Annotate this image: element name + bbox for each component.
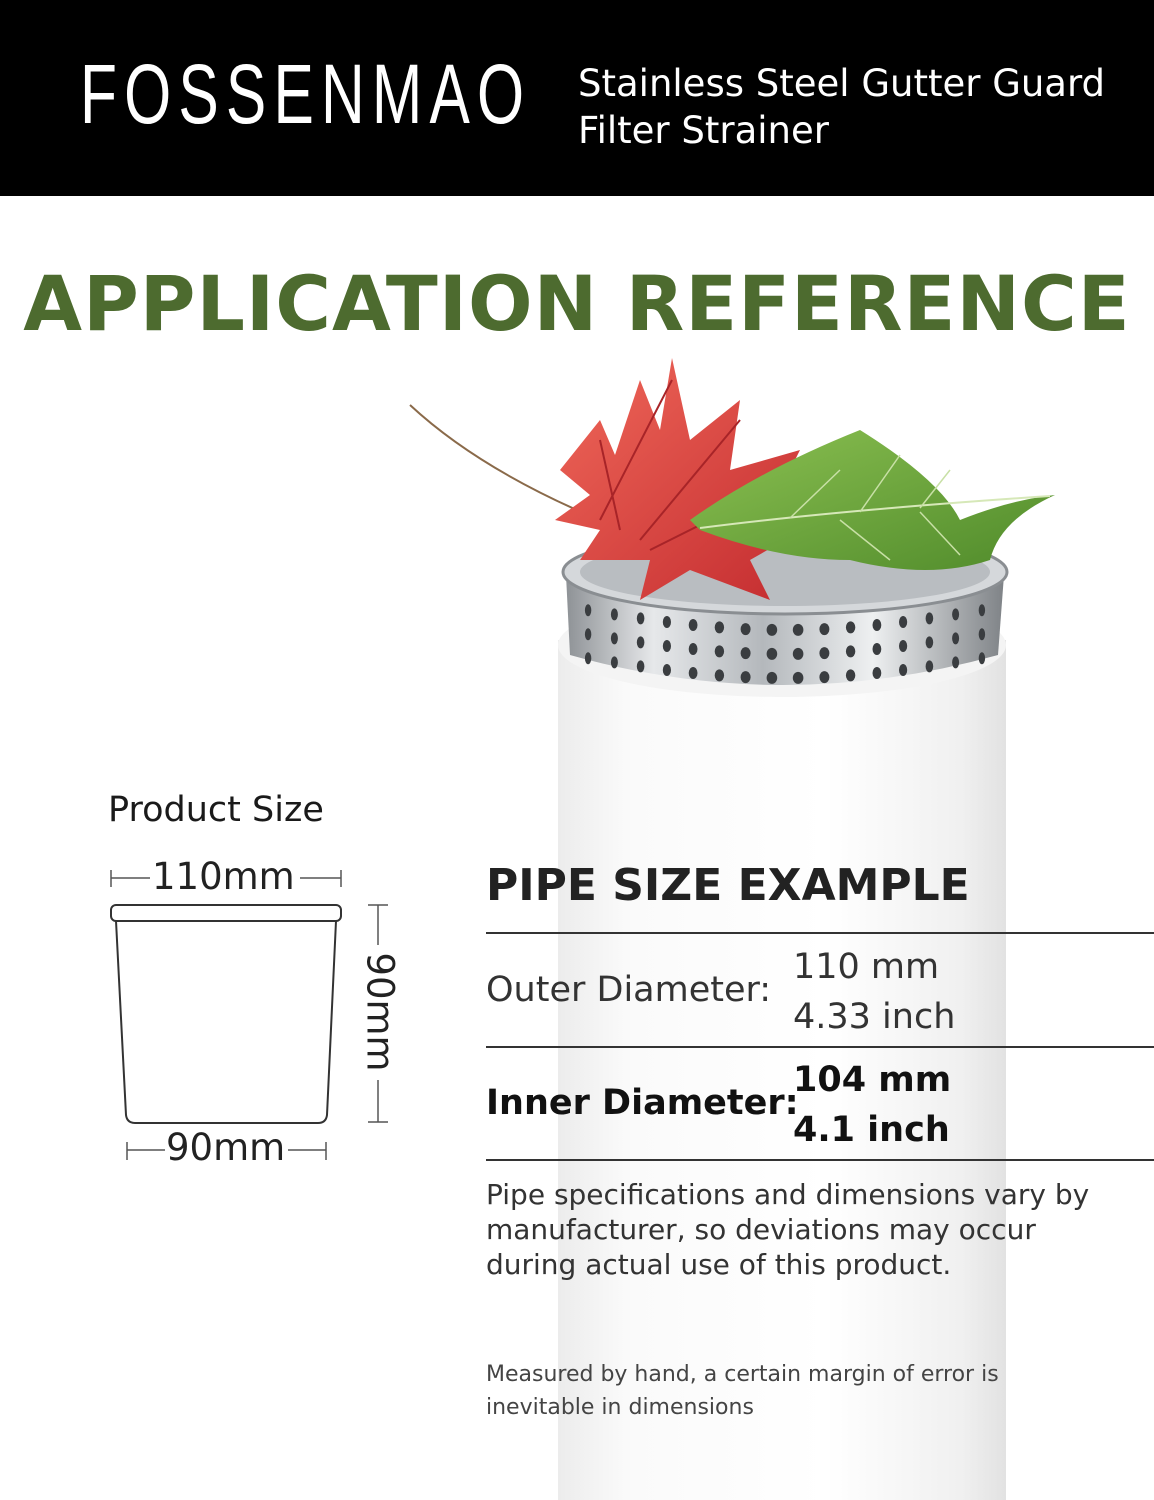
strainer-hole <box>872 667 882 679</box>
inner-diameter-inch: 4.1 inch <box>793 1110 950 1150</box>
strainer-hole <box>740 623 751 636</box>
strainer-hole <box>610 656 618 669</box>
pipe-size-title: PIPE SIZE EXAMPLE <box>486 860 970 911</box>
table-divider-bottom <box>486 1159 1154 1161</box>
strainer-hole <box>819 623 830 636</box>
strainer-hole <box>952 608 960 621</box>
outer-diameter-inch: 4.33 inch <box>793 997 956 1037</box>
tagline-line-2: Filter Strainer <box>578 109 829 152</box>
strainer-hole <box>978 628 986 641</box>
outer-diameter-value: 110 mm 4.33 inch <box>793 942 955 1042</box>
strainer-hole <box>662 616 672 628</box>
green-leaf-icon <box>690 430 1055 570</box>
strainer-hole <box>819 671 830 684</box>
table-divider-middle <box>486 1046 1154 1048</box>
top-width-label: 110mm <box>152 855 295 898</box>
strainer-hole <box>714 669 725 682</box>
strainer-hole <box>766 647 778 660</box>
bottom-width-label: 90mm <box>166 1126 286 1169</box>
product-tagline: Stainless Steel Gutter Guard Filter Stra… <box>578 60 1138 154</box>
strainer-hole <box>584 652 592 665</box>
table-divider-top <box>486 932 1154 934</box>
strainer-hole <box>899 664 908 676</box>
cup-outline-icon <box>110 904 342 1124</box>
brand-logo: FOSSENMAO <box>80 47 532 141</box>
measurement-footnote: Measured by hand, a certain margin of er… <box>486 1362 999 1420</box>
strainer-hole <box>952 656 960 669</box>
strainer-hole <box>688 643 698 655</box>
strainer-hole <box>845 669 856 682</box>
strainer-hole <box>766 623 778 636</box>
strainer-hole <box>792 647 804 660</box>
strainer-hole <box>740 647 751 660</box>
strainer-hole <box>714 621 725 634</box>
outer-diameter-label: Outer Diameter: <box>486 970 772 1010</box>
strainer-hole <box>899 616 908 628</box>
strainer-hole <box>792 623 804 636</box>
strainer-hole <box>766 671 778 684</box>
strainer-hole <box>688 667 698 679</box>
strainer-hole <box>845 621 856 634</box>
page-title: APPLICATION REFERENCE <box>23 259 1131 348</box>
header-bar: FOSSENMAO Stainless Steel Gutter Guard F… <box>0 0 1154 196</box>
strainer-hole <box>636 660 645 673</box>
inner-diameter-value: 104 mm 4.1 inch <box>793 1055 951 1155</box>
tagline-line-1: Stainless Steel Gutter Guard <box>578 62 1106 105</box>
strainer-hole <box>688 619 698 631</box>
strainer-hole <box>872 643 882 655</box>
strainer-hole <box>740 671 751 684</box>
outer-diameter-mm: 110 mm <box>793 947 940 987</box>
inner-diameter-label: Inner Diameter: <box>486 1083 799 1123</box>
product-size-title: Product Size <box>108 790 324 830</box>
strainer-hole <box>662 664 672 676</box>
height-label: 90mm <box>358 952 402 1072</box>
strainer-hole <box>978 652 986 665</box>
dimension-lines <box>110 870 388 1160</box>
strainer-hole <box>636 612 645 625</box>
strainer-hole <box>925 612 934 625</box>
strainer-hole <box>792 671 804 684</box>
strainer-hole <box>610 608 618 621</box>
strainer-hole <box>584 628 592 641</box>
strainer-hole <box>899 640 908 652</box>
strainer-hole <box>636 636 645 649</box>
strainer-hole <box>610 632 618 645</box>
strainer-hole <box>952 632 960 645</box>
strainer-hole <box>662 640 672 652</box>
strainer-hole <box>925 660 934 673</box>
strainer-hole <box>584 604 592 617</box>
inner-diameter-mm: 104 mm <box>793 1060 952 1100</box>
strainer-hole <box>925 636 934 649</box>
strainer-hole <box>978 604 986 617</box>
strainer-hole <box>714 645 725 658</box>
strainer-hole <box>819 647 830 660</box>
strainer-hole <box>845 645 856 658</box>
strainer-hole <box>872 619 882 631</box>
pipe-spec-note: Pipe specifications and dimensions vary … <box>486 1178 1090 1281</box>
